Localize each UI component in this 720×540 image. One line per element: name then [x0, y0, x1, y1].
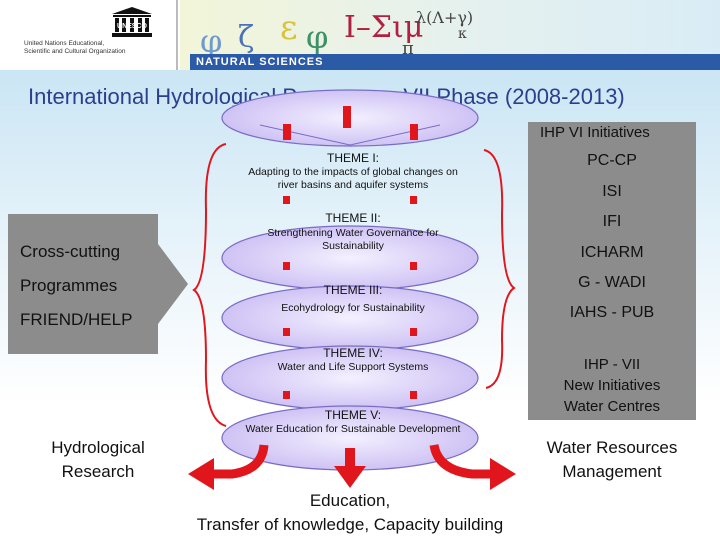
theme-3-title: THEME III: [323, 283, 383, 297]
research-line1: Hydrological [51, 438, 145, 457]
red-marker [283, 391, 290, 399]
theme-5-title: THEME V: [324, 408, 382, 422]
connector-line [259, 124, 351, 146]
symbol-lambda-icon: λ(Λ+γ) [416, 8, 474, 27]
crosscutting-box [8, 214, 158, 354]
ihp6-item: IFI [602, 213, 622, 230]
theme-1-title: THEME I: [326, 151, 379, 165]
red-marker [343, 106, 351, 128]
ihp7-line2: New Initiatives [563, 377, 661, 394]
management-line2: Management [562, 462, 662, 481]
crosscutting-line2: Programmes [20, 276, 118, 295]
banner-divider [176, 0, 178, 70]
theme-5-desc: Water Education for Sustainable Developm… [245, 423, 461, 435]
unesco-org-line1: United Nations Educational, [24, 40, 105, 47]
left-brace-icon [192, 143, 227, 427]
red-marker [410, 391, 417, 399]
ihp6-item: IAHS - PUB [569, 304, 655, 321]
symbol-pi-icon: π [402, 38, 414, 59]
crosscutting-line3: FRIEND/HELP [20, 310, 133, 329]
arrow-to-management-head-icon [490, 458, 516, 490]
crosscutting-arrow-icon [158, 244, 188, 324]
research-line2: Research [61, 462, 135, 481]
red-marker [283, 262, 290, 270]
crosscutting-line1: Cross-cutting [20, 242, 121, 261]
theme-3-desc: Ecohydrology for Sustainability [281, 302, 425, 314]
ihp6-item: ISI [602, 183, 622, 200]
symbol-formula-icon: I–Σιμ [344, 10, 424, 45]
red-marker [283, 328, 290, 336]
education-label: Education, Transfer of knowledge, Capaci… [160, 489, 540, 537]
header-banner: UNESCO United Nations Educational, Scien… [0, 0, 720, 70]
education-line2: Transfer of knowledge, Capacity building [196, 515, 504, 534]
theme-2-title: THEME II: [325, 211, 381, 225]
red-marker [410, 262, 417, 270]
symbol-epsilon-icon: ε [280, 8, 298, 48]
red-marker [410, 196, 417, 204]
unesco-org-line2: Scientific and Cultural Organization [24, 47, 126, 55]
unesco-logo-block: UNESCO United Nations Educational, Scien… [0, 0, 172, 70]
arrow-to-research-icon [210, 444, 269, 479]
ihp6-item: PC-CP [587, 152, 637, 169]
unesco-org-name: United Nations Educational, Scientific a… [24, 40, 174, 55]
arrow-to-research-head-icon [188, 458, 214, 490]
arrow-to-education-icon [345, 448, 355, 470]
unesco-wordmark: UNESCO [117, 23, 148, 30]
right-brace-icon [483, 149, 516, 389]
symbol-zeta-icon: ζ [238, 20, 255, 55]
symbol-kappa-icon: κ [458, 26, 467, 42]
ihp7-line1: IHP - VII [583, 356, 641, 373]
theme-4-title: THEME IV: [323, 346, 383, 360]
symbol-phi-icon: φ [306, 18, 329, 56]
ihp6-item: G - WADI [578, 274, 646, 291]
red-marker [283, 124, 291, 140]
hydrological-research-label: Hydrological Research [30, 436, 166, 484]
red-marker [283, 196, 290, 204]
water-management-label: Water Resources Management [522, 436, 702, 484]
unesco-temple-icon: UNESCO [112, 7, 152, 37]
ihp6-initiatives-box [528, 122, 696, 420]
education-line1: Education, [309, 491, 391, 510]
theme-2-desc: Strengthening Water Governance for Susta… [267, 227, 439, 252]
ihp6-heading: IHP VI Initiatives [540, 124, 650, 141]
arrow-to-education-head-icon [334, 466, 366, 488]
theme-1-desc: Adapting to the impacts of global change… [248, 166, 458, 191]
red-marker [410, 328, 417, 336]
red-marker [410, 124, 418, 140]
ihp7-line3: Water Centres [563, 398, 661, 415]
connector-line [349, 124, 441, 146]
theme-4-desc: Water and Life Support Systems [277, 361, 429, 373]
ihp7-new-initiatives: IHP - VII New Initiatives Water Centres [528, 354, 696, 417]
arrow-to-management-icon [429, 443, 494, 479]
natural-sciences-label: NATURAL SCIENCES [190, 54, 720, 70]
symbol-psi-icon: φ [200, 22, 223, 60]
management-line1: Water Resources [546, 438, 678, 457]
ihp6-item: ICHARM [580, 244, 644, 261]
